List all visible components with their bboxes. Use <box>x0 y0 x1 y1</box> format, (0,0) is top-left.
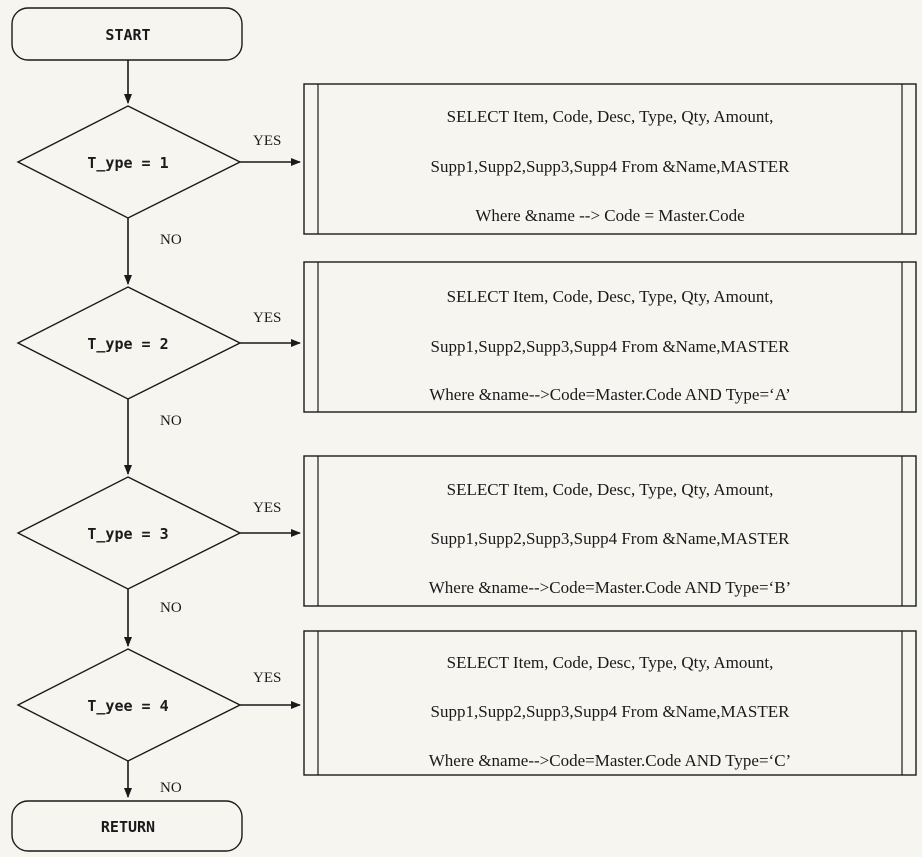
process-3-line-2: Supp1,Supp2,Supp3,Supp4 From &Name,MASTE… <box>431 529 791 548</box>
decision-4-yes-label: YES <box>253 670 281 686</box>
process-4-box <box>303 630 917 776</box>
process-1-line-3: Where &name --> Code = Master.Code <box>475 206 744 225</box>
decision-3-no-label: NO <box>160 600 182 616</box>
process-4-line-1: SELECT Item, Code, Desc, Type, Qty, Amou… <box>447 653 774 672</box>
process-2-line-3: Where &name-->Code=Master.Code AND Type=… <box>429 385 791 404</box>
process-2-line-1: SELECT Item, Code, Desc, Type, Qty, Amou… <box>447 287 774 306</box>
decision-3-yes-label: YES <box>253 500 281 516</box>
process-3-box <box>303 455 917 607</box>
process-4-line-2: Supp1,Supp2,Supp3,Supp4 From &Name,MASTE… <box>431 702 791 721</box>
decision-1-no-label: NO <box>160 232 182 248</box>
process-3-line-3: Where &name-->Code=Master.Code AND Type=… <box>429 578 791 597</box>
process-1-line-1: SELECT Item, Code, Desc, Type, Qty, Amou… <box>447 107 774 126</box>
decision-2-condition: T_ype = 2 <box>87 335 168 353</box>
process-1-line-2: Supp1,Supp2,Supp3,Supp4 From &Name,MASTE… <box>431 157 791 176</box>
decision-1-yes-label: YES <box>253 133 281 149</box>
start-terminal <box>11 7 243 61</box>
decision-2-yes-label: YES <box>253 310 281 326</box>
process-4-line-3: Where &name-->Code=Master.Code AND Type=… <box>429 751 791 770</box>
process-3-line-1: SELECT Item, Code, Desc, Type, Qty, Amou… <box>447 480 774 499</box>
process-1-box <box>303 83 917 235</box>
decision-4-condition: T_yee = 4 <box>87 697 168 715</box>
process-2-box <box>303 261 917 413</box>
start-label: START <box>105 26 150 44</box>
decision-1-condition: T_ype = 1 <box>87 154 168 172</box>
return-label: RETURN <box>101 818 155 836</box>
return-terminal <box>11 800 243 852</box>
decision-4-no-label: NO <box>160 780 182 796</box>
decision-2-no-label: NO <box>160 413 182 429</box>
process-2-line-2: Supp1,Supp2,Supp3,Supp4 From &Name,MASTE… <box>431 337 791 356</box>
decision-3-condition: T_ype = 3 <box>87 525 168 543</box>
